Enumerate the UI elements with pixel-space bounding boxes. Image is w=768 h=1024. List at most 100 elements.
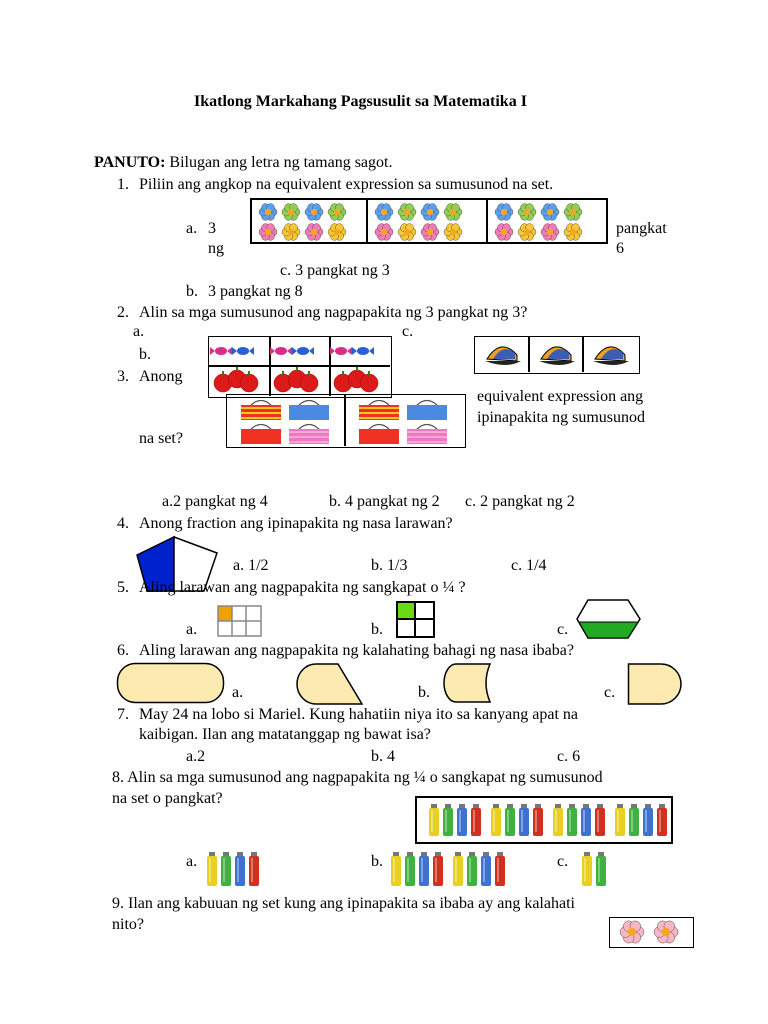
- bag-icon: [289, 423, 329, 444]
- q4-option-a[interactable]: a. 1/2: [233, 557, 269, 574]
- q6-option-c[interactable]: c.: [604, 684, 616, 701]
- q1-option-a-letter[interactable]: a.: [186, 220, 198, 237]
- bottle-icon: [581, 804, 591, 836]
- q5-option-c[interactable]: c.: [557, 621, 569, 638]
- bottle-icon: [657, 804, 667, 836]
- pentagon-fraction-image: [136, 535, 218, 592]
- q2-option-c[interactable]: c.: [402, 323, 414, 340]
- q3-text-2: equivalent expression ang: [477, 388, 644, 405]
- flowers-image: [258, 203, 583, 241]
- q1-flower-sets: [250, 198, 608, 244]
- q1-option-a-text-1: 3: [208, 220, 216, 237]
- flower-icon: [374, 223, 394, 241]
- q1-text: Piliin ang angkop na equivalent expressi…: [139, 176, 554, 193]
- bottle-icon: [467, 852, 477, 886]
- pink-flowers-image: [619, 920, 679, 944]
- bottle-icon: [643, 804, 653, 836]
- half-shape-a: [296, 663, 364, 705]
- divider: [269, 337, 271, 396]
- rounded-rectangle-whole: [116, 662, 225, 704]
- q1-option-b-letter[interactable]: b.: [186, 283, 198, 300]
- bottle-icon: [419, 852, 429, 886]
- flower-icon: [563, 223, 583, 241]
- q4-option-c[interactable]: c. 1/4: [511, 557, 547, 574]
- q7-text-2: kaibigan. Ilan ang matatanggap ng bawat …: [139, 726, 431, 743]
- q5-option-b[interactable]: b.: [371, 621, 383, 638]
- bottle-icon: [595, 804, 605, 836]
- bottles-option-b: [391, 852, 505, 886]
- q2-option-a[interactable]: a.: [133, 323, 145, 340]
- q1-right-text-1: pangkat: [616, 220, 667, 237]
- q2-candy-apple-grid: [208, 336, 392, 398]
- q1-option-b-text: 3 pangkat ng 8: [208, 283, 303, 300]
- candy-icon: [232, 347, 254, 355]
- q3-text-3: ipinapakita ng sumusunod: [477, 409, 645, 426]
- bottle-icon: [596, 852, 606, 886]
- bottle-icon: [457, 804, 467, 836]
- apple-icon: [299, 371, 319, 393]
- pink-flower-icon: [619, 920, 645, 944]
- q6-number: 6.: [117, 642, 129, 659]
- q2-number: 2.: [117, 304, 129, 321]
- q4-option-b[interactable]: b. 1/3: [371, 557, 408, 574]
- flower-icon: [281, 203, 301, 221]
- q7-option-a[interactable]: a.2: [186, 748, 206, 765]
- bag-icon: [289, 399, 329, 420]
- q3-bag-sets: [226, 394, 466, 448]
- divider: [209, 365, 390, 367]
- q2-cap-set: [474, 336, 640, 374]
- candy-icon: [292, 347, 314, 355]
- flower-icon: [420, 223, 440, 241]
- bottle-icon: [495, 852, 505, 886]
- flower-icon: [443, 203, 463, 221]
- flower-icon: [494, 203, 514, 221]
- q8-option-c[interactable]: c.: [557, 853, 569, 870]
- q6-option-b[interactable]: b.: [418, 684, 430, 701]
- q8-option-a[interactable]: a.: [186, 853, 198, 870]
- q9-text-2: nito?: [112, 916, 144, 933]
- bag-icon: [359, 423, 399, 444]
- flower-icon: [494, 223, 514, 241]
- q2-text: Alin sa mga sumusunod ang nagpapakita ng…: [139, 304, 528, 321]
- flower-icon: [397, 203, 417, 221]
- flower-icon: [517, 203, 537, 221]
- candy-icon: [270, 347, 292, 355]
- flower-icon: [397, 223, 417, 241]
- cap-icon: [593, 346, 629, 365]
- q8-bottle-set: [415, 796, 673, 844]
- cap-image: [485, 346, 629, 365]
- q3-option-a[interactable]: a.2 pangkat ng 4: [162, 493, 268, 510]
- bottle-icon: [567, 804, 577, 836]
- bottle-icon: [519, 804, 529, 836]
- half-shape-c: [627, 663, 682, 705]
- pink-flower-icon: [653, 920, 679, 944]
- bag-icon: [359, 399, 399, 420]
- divider: [528, 337, 530, 372]
- q1-option-c[interactable]: c. 3 pangkat ng 3: [280, 262, 390, 279]
- flower-icon: [374, 203, 394, 221]
- candy-icon: [352, 347, 374, 355]
- flower-icon: [327, 203, 347, 221]
- bottles-image: [429, 804, 667, 836]
- q1-right-text-2: 6: [616, 240, 624, 257]
- bottle-icon: [391, 852, 401, 886]
- bottle-icon: [443, 804, 453, 836]
- q7-option-c[interactable]: c. 6: [557, 748, 581, 765]
- q8-option-b[interactable]: b.: [371, 853, 383, 870]
- square-quarters-image: [396, 601, 435, 638]
- flower-icon: [540, 203, 560, 221]
- q7-text-1: May 24 na lobo si Mariel. Kung hahatiin …: [139, 706, 579, 723]
- bottle-icon: [533, 804, 543, 836]
- q6-option-a[interactable]: a.: [232, 684, 244, 701]
- q9-flower-set: [609, 917, 694, 948]
- q5-option-a[interactable]: a.: [186, 621, 198, 638]
- q2-option-b[interactable]: b.: [139, 346, 151, 363]
- q8-text-1: 8. Alin sa mga sumusunod ang nagpapakita…: [112, 769, 603, 786]
- flower-icon: [420, 203, 440, 221]
- bottle-icon: [429, 804, 439, 836]
- q8-text-2: na set o pangkat?: [112, 790, 223, 807]
- bottle-icon: [553, 804, 563, 836]
- q3-option-c[interactable]: c. 2 pangkat ng 2: [465, 493, 575, 510]
- q3-option-b[interactable]: b. 4 pangkat ng 2: [329, 493, 440, 510]
- q7-option-b[interactable]: b. 4: [371, 748, 395, 765]
